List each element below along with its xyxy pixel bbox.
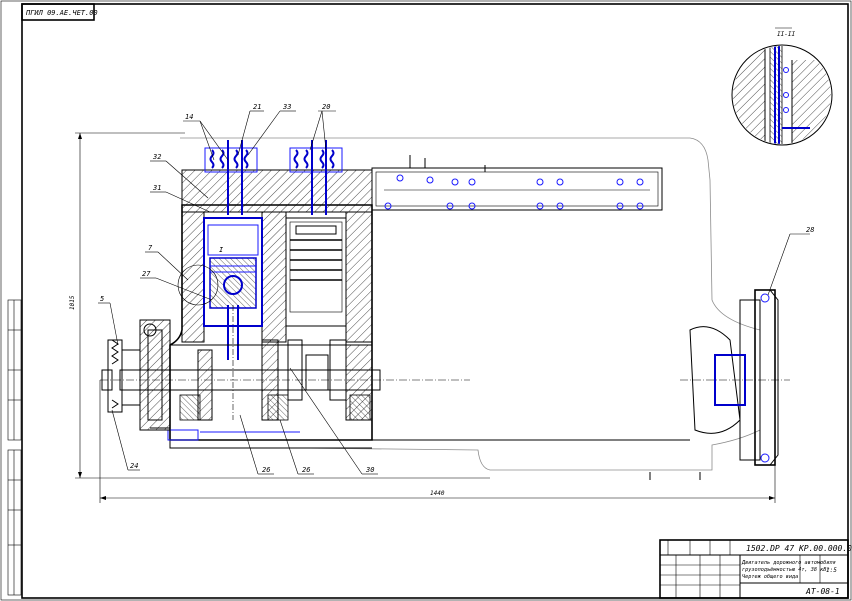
callout-27: 27 (142, 270, 151, 278)
callout-21: 21 (253, 103, 261, 111)
callout-26b: 26 (302, 466, 310, 474)
width-dimension: 1440 (430, 490, 445, 497)
dimension-lines: 1015 1440 (69, 132, 776, 503)
callout-5: 5 (100, 295, 104, 303)
callout-leaders (98, 110, 810, 475)
detail-marker-circle (177, 264, 219, 306)
callout-24: 24 (130, 462, 138, 470)
section-detail: II-II (731, 27, 833, 146)
callout-31: 31 (152, 184, 161, 192)
drawing-name-line2: грузоподъёмностью 4т, 38 кВт (742, 567, 829, 573)
drawing-name-line3: Чертеж общего вида (742, 573, 798, 580)
callout-26a: 26 (262, 466, 270, 474)
drawing-name-line1: Двигатель дорожного автомобиля (741, 559, 836, 566)
callout-I: I (219, 246, 224, 254)
title-block: 1502.DP 47 KP.00.000.00 Двигатель дорожн… (659, 539, 852, 599)
valve-springs (204, 140, 343, 215)
callout-33: 33 (282, 103, 291, 111)
sheet-code: АТ-08-1 (805, 587, 840, 596)
callout-28: 28 (806, 226, 814, 234)
section-label: II-II (777, 31, 795, 38)
engine-body (100, 137, 790, 480)
front-pulley (101, 319, 171, 431)
top-stamp-box: ПГИЛ 09.АЕ.ЧЕТ.00 (21, 3, 98, 21)
top-stamp-text: ПГИЛ 09.АЕ.ЧЕТ.00 (25, 9, 98, 17)
callout-14: 14 (185, 113, 193, 121)
inner-frame (21, 3, 849, 599)
flywheel-housing (680, 289, 790, 466)
callout-32: 32 (152, 153, 161, 161)
callout-30: 30 (365, 466, 374, 474)
callout-7: 7 (148, 244, 153, 252)
drawing-scale: 1:5 (826, 567, 837, 574)
left-margin-table (7, 299, 22, 596)
height-dimension: 1015 (69, 295, 76, 310)
callout-20: 20 (322, 103, 330, 111)
doc-number: 1502.DP 47 KP.00.000.00 (746, 544, 852, 553)
